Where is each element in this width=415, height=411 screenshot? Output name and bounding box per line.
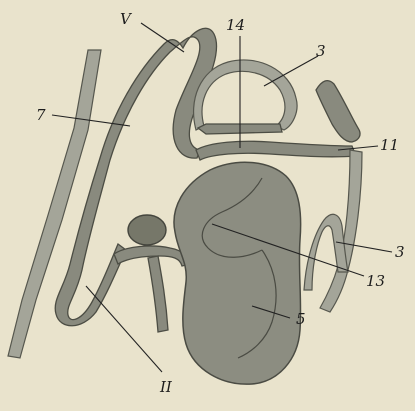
large-body [174,162,301,384]
label-roman-v: V [120,10,133,28]
label-11: 11 [380,136,399,154]
label-5: 5 [296,310,306,328]
small-oval [128,215,166,245]
label-14: 14 [226,16,245,34]
leader-ii [86,286,162,372]
label-7: 7 [36,106,46,124]
lower-stem-leg [148,256,168,332]
label-13: 13 [366,272,385,290]
horizontal-membrane [196,141,356,160]
label-3-right: 3 [395,243,405,261]
right-upper-wall [316,81,360,142]
label-3-top: 3 [316,42,326,60]
label-roman-ii: II [159,378,173,396]
